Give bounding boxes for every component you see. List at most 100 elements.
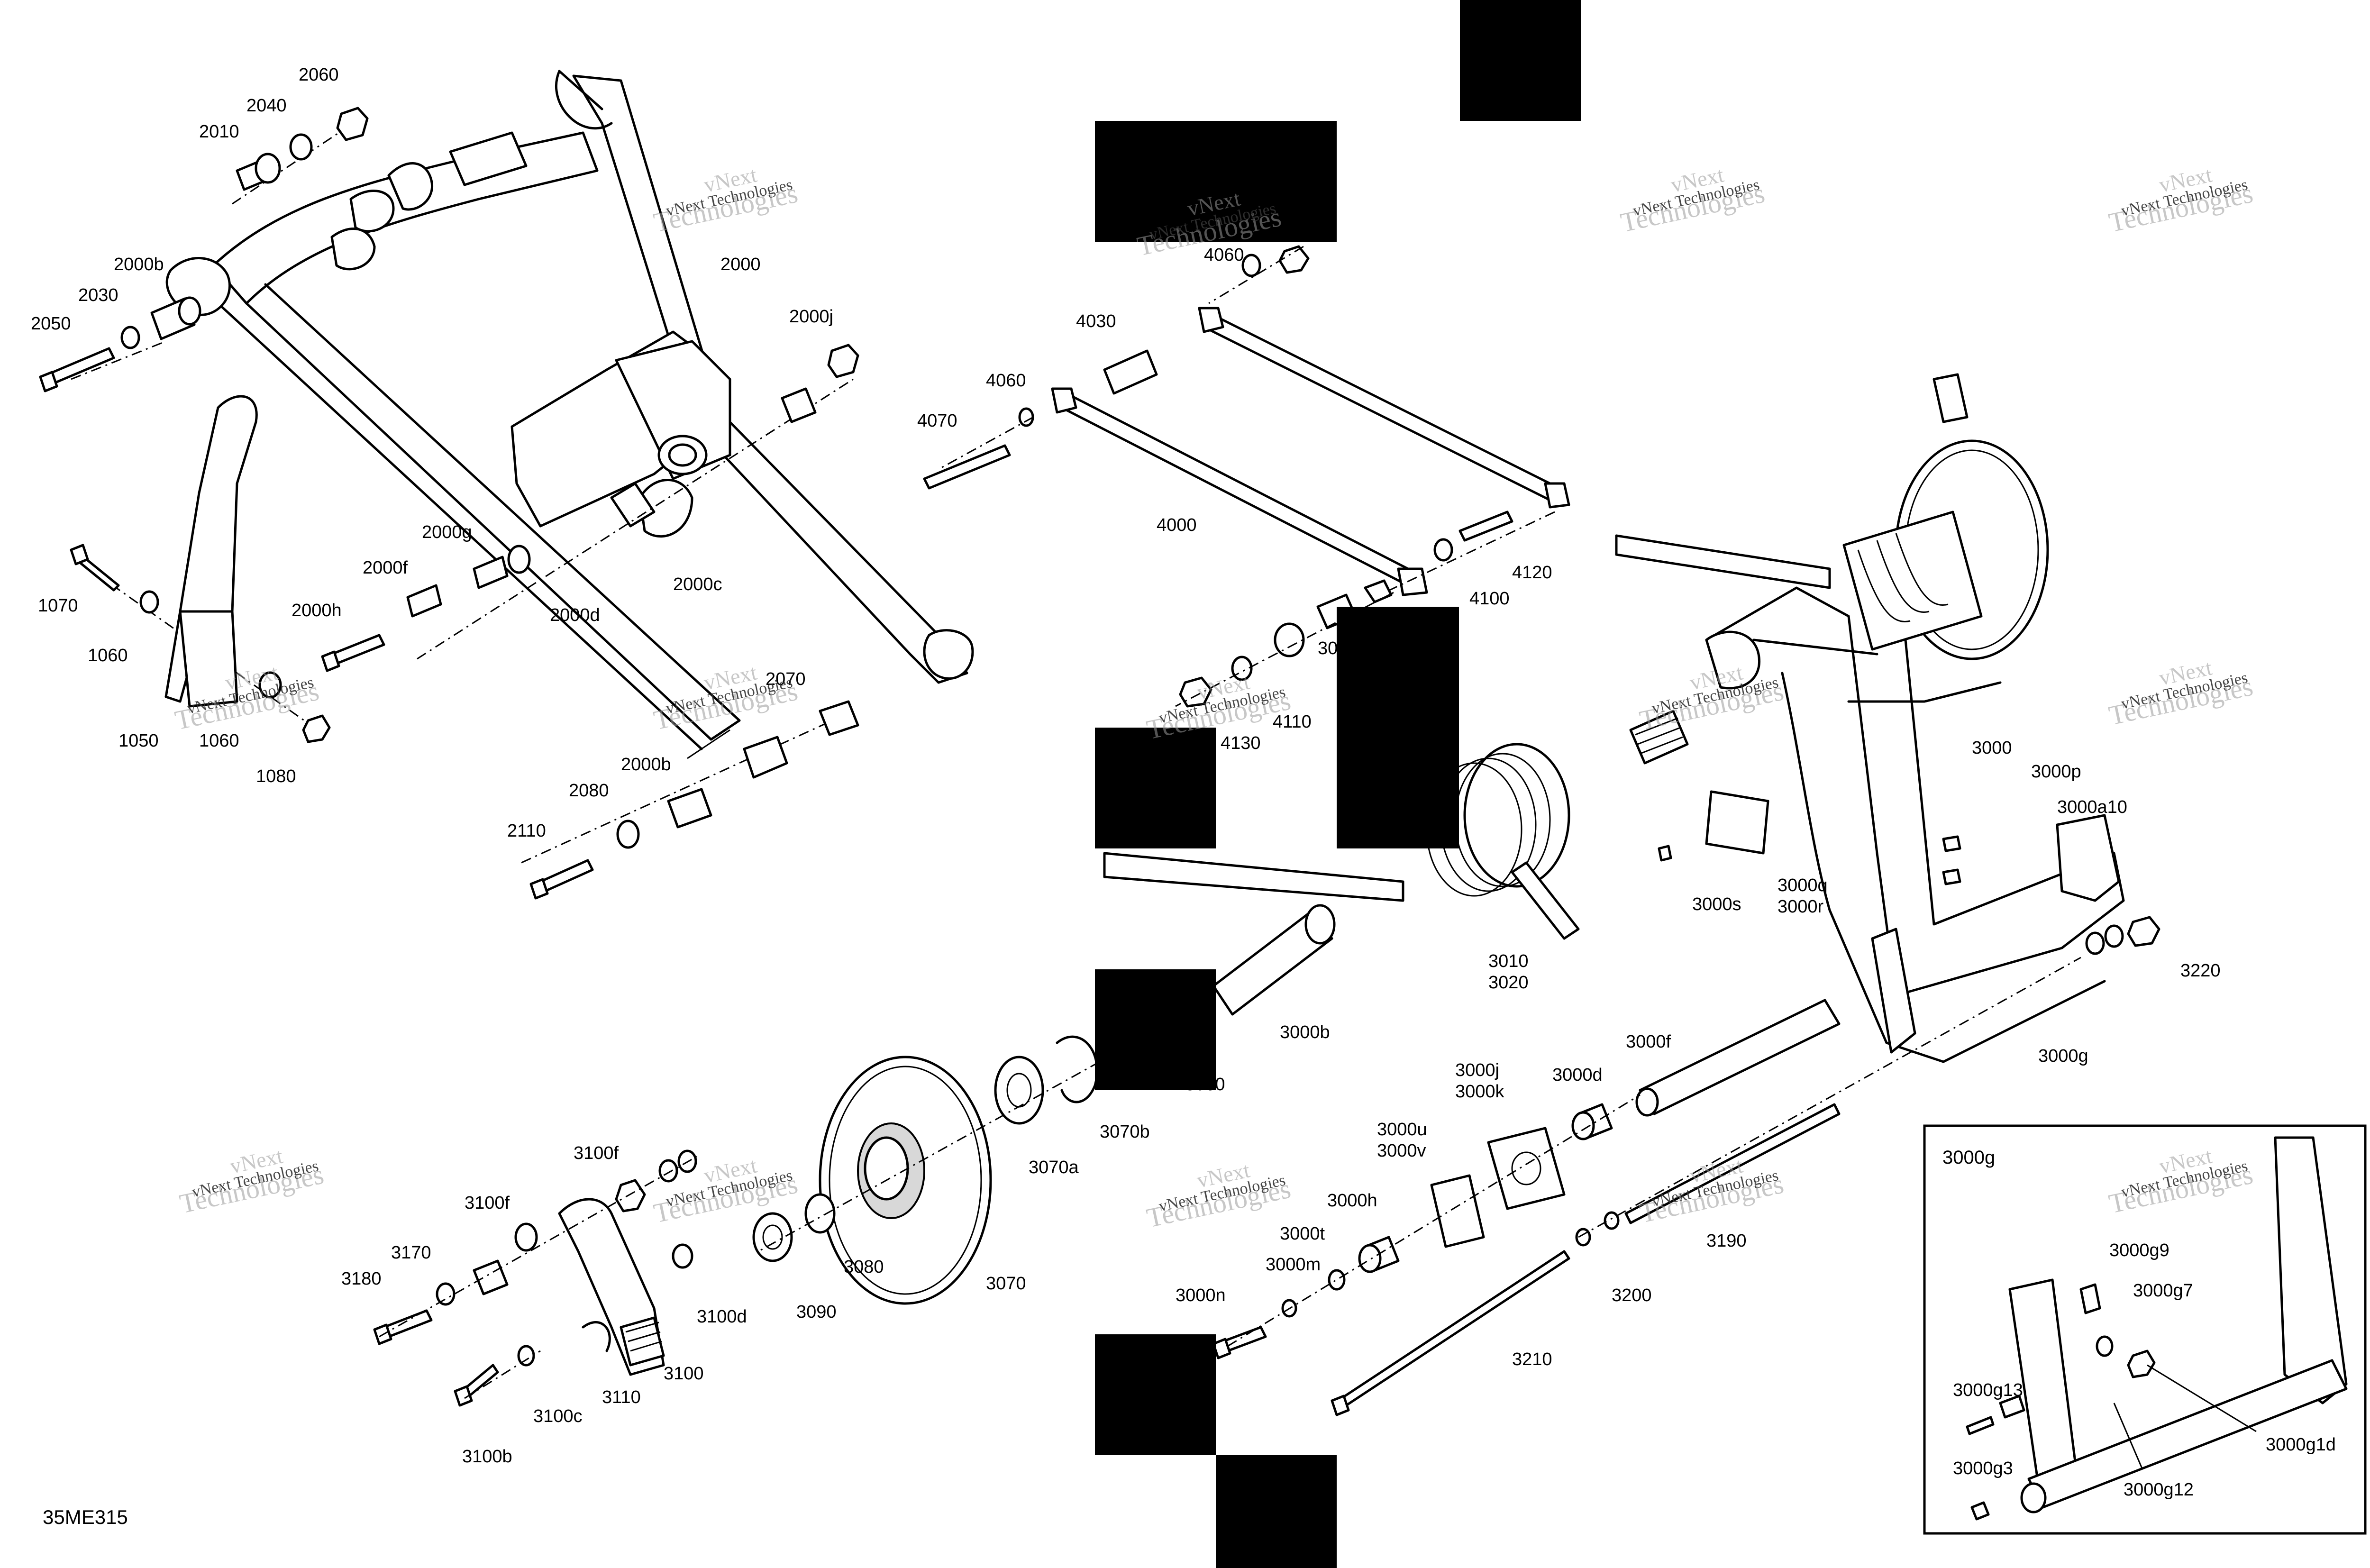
callout-label: 3100f xyxy=(465,1193,510,1213)
rear-suspension-assembly xyxy=(1212,373,2160,1416)
inset-3000g xyxy=(1923,1124,2367,1535)
callout-label: 1050 xyxy=(118,731,159,751)
callout-label: 2000c xyxy=(673,574,722,594)
callout-label: 3000m xyxy=(1266,1255,1321,1275)
callout-label: 3070b xyxy=(1100,1122,1150,1142)
redaction-block xyxy=(1095,728,1216,848)
callout-label: 3000g1d xyxy=(2266,1435,2336,1455)
callout-label: 3060 xyxy=(1185,1075,1225,1094)
callout-label: 4120 xyxy=(1512,563,1552,583)
callout-label: 4060 xyxy=(1204,245,1244,265)
callout-label: 2080 xyxy=(569,781,609,801)
callout-label: 3000v xyxy=(1377,1141,1426,1161)
redaction-block xyxy=(1216,1455,1337,1568)
callout-label: 2000h xyxy=(292,601,342,620)
callout-label: 2000j xyxy=(789,307,833,327)
callout-label: 3000g7 xyxy=(2133,1281,2193,1301)
callout-label: 3000g13 xyxy=(1953,1380,2023,1400)
callout-label: 3000r xyxy=(1778,897,1824,917)
callout-label: 1070 xyxy=(38,596,78,616)
callout-label: 3000f xyxy=(1626,1032,1671,1052)
callout-label: 2000b xyxy=(621,755,671,775)
callout-label: 2010 xyxy=(199,122,239,142)
callout-label: 2110 xyxy=(507,821,546,841)
callout-label: 2000b xyxy=(114,255,164,274)
callout-label: 3000u xyxy=(1377,1120,1427,1140)
redaction-block xyxy=(1095,1334,1216,1455)
callout-label: 3100 xyxy=(664,1364,704,1384)
callout-label: 3000d xyxy=(1552,1065,1603,1085)
callout-label: 4110 xyxy=(1273,712,1312,732)
callout-label: 3000g9 xyxy=(2109,1240,2169,1260)
callout-label: 2000d xyxy=(550,605,600,625)
inset-title: 3000g xyxy=(1942,1147,1995,1168)
callout-label: 3070 xyxy=(986,1274,1026,1294)
redaction-blocks xyxy=(1095,0,1581,1568)
callout-label: 4130 xyxy=(1221,733,1261,753)
callout-label: 3170 xyxy=(391,1243,431,1263)
callout-label: 4030 xyxy=(1076,311,1116,331)
callout-label: 3000k xyxy=(1455,1082,1505,1102)
callout-label: 2000 xyxy=(720,255,761,274)
callout-label: 3180 xyxy=(341,1269,382,1289)
linkage-rods xyxy=(923,245,1570,708)
callout-label: 3000t xyxy=(1280,1224,1325,1244)
callout-label: 3200 xyxy=(1612,1285,1652,1305)
callout-label: 3000 xyxy=(1972,738,2012,758)
redaction-block xyxy=(1095,121,1337,242)
callout-label: 3000s xyxy=(1692,894,1741,914)
callout-label: 3000n xyxy=(1176,1285,1226,1305)
callout-label: 2040 xyxy=(246,96,287,116)
callout-label: 3000g3 xyxy=(1953,1459,2013,1478)
front-arm-hardware xyxy=(39,107,859,900)
callout-label: 3000 xyxy=(1318,638,1358,658)
callout-label: 3080 xyxy=(844,1257,884,1277)
callout-label: 1060 xyxy=(88,646,128,665)
callout-label: 3090 xyxy=(796,1302,837,1322)
callout-label: 3110 xyxy=(602,1387,641,1407)
callout-label: 3000h xyxy=(1327,1191,1377,1211)
callout-label: 2060 xyxy=(299,65,339,85)
callout-label: 3000q xyxy=(1778,875,1828,895)
callout-label: 2070 xyxy=(766,669,806,689)
callout-label: 3100d xyxy=(697,1307,747,1327)
callout-label: 3100c xyxy=(533,1406,583,1426)
callout-label: 4070 xyxy=(917,411,957,431)
callout-label: 2050 xyxy=(31,314,71,334)
spring-and-wheel-assembly xyxy=(752,743,1580,1305)
callout-label: 1060 xyxy=(199,731,239,751)
callout-label: 3100b xyxy=(462,1447,512,1467)
callout-label: 1080 xyxy=(256,766,296,786)
callout-labels: 2060 2040 2010 2000b 2030 2050 2000 2000j 1070 10… xyxy=(31,65,2336,1500)
callout-label: 4060 xyxy=(986,371,1026,391)
callout-label: 2000g xyxy=(422,522,472,542)
redaction-block xyxy=(1460,0,1581,121)
front-arm-assembly xyxy=(71,70,974,864)
callout-label: 3000j xyxy=(1455,1060,1499,1080)
redaction-block xyxy=(1337,607,1459,848)
lever-assembly xyxy=(373,1149,697,1407)
callout-label: 3020 xyxy=(1488,973,1529,993)
callout-label: 2030 xyxy=(78,285,118,305)
callout-label: 3000g12 xyxy=(2124,1480,2194,1500)
callout-label: 3010 xyxy=(1488,951,1529,971)
callout-label: 3000b xyxy=(1280,1022,1330,1042)
callout-label: 4100 xyxy=(1469,589,1510,609)
callout-label: 3000g xyxy=(2038,1046,2088,1066)
callout-label: 3000a10 xyxy=(2057,797,2127,817)
callout-label: 4000 xyxy=(1157,515,1197,535)
redaction-block xyxy=(1095,969,1216,1090)
diagram-code: 35ME315 xyxy=(43,1506,128,1528)
callout-label: 3210 xyxy=(1512,1349,1552,1369)
